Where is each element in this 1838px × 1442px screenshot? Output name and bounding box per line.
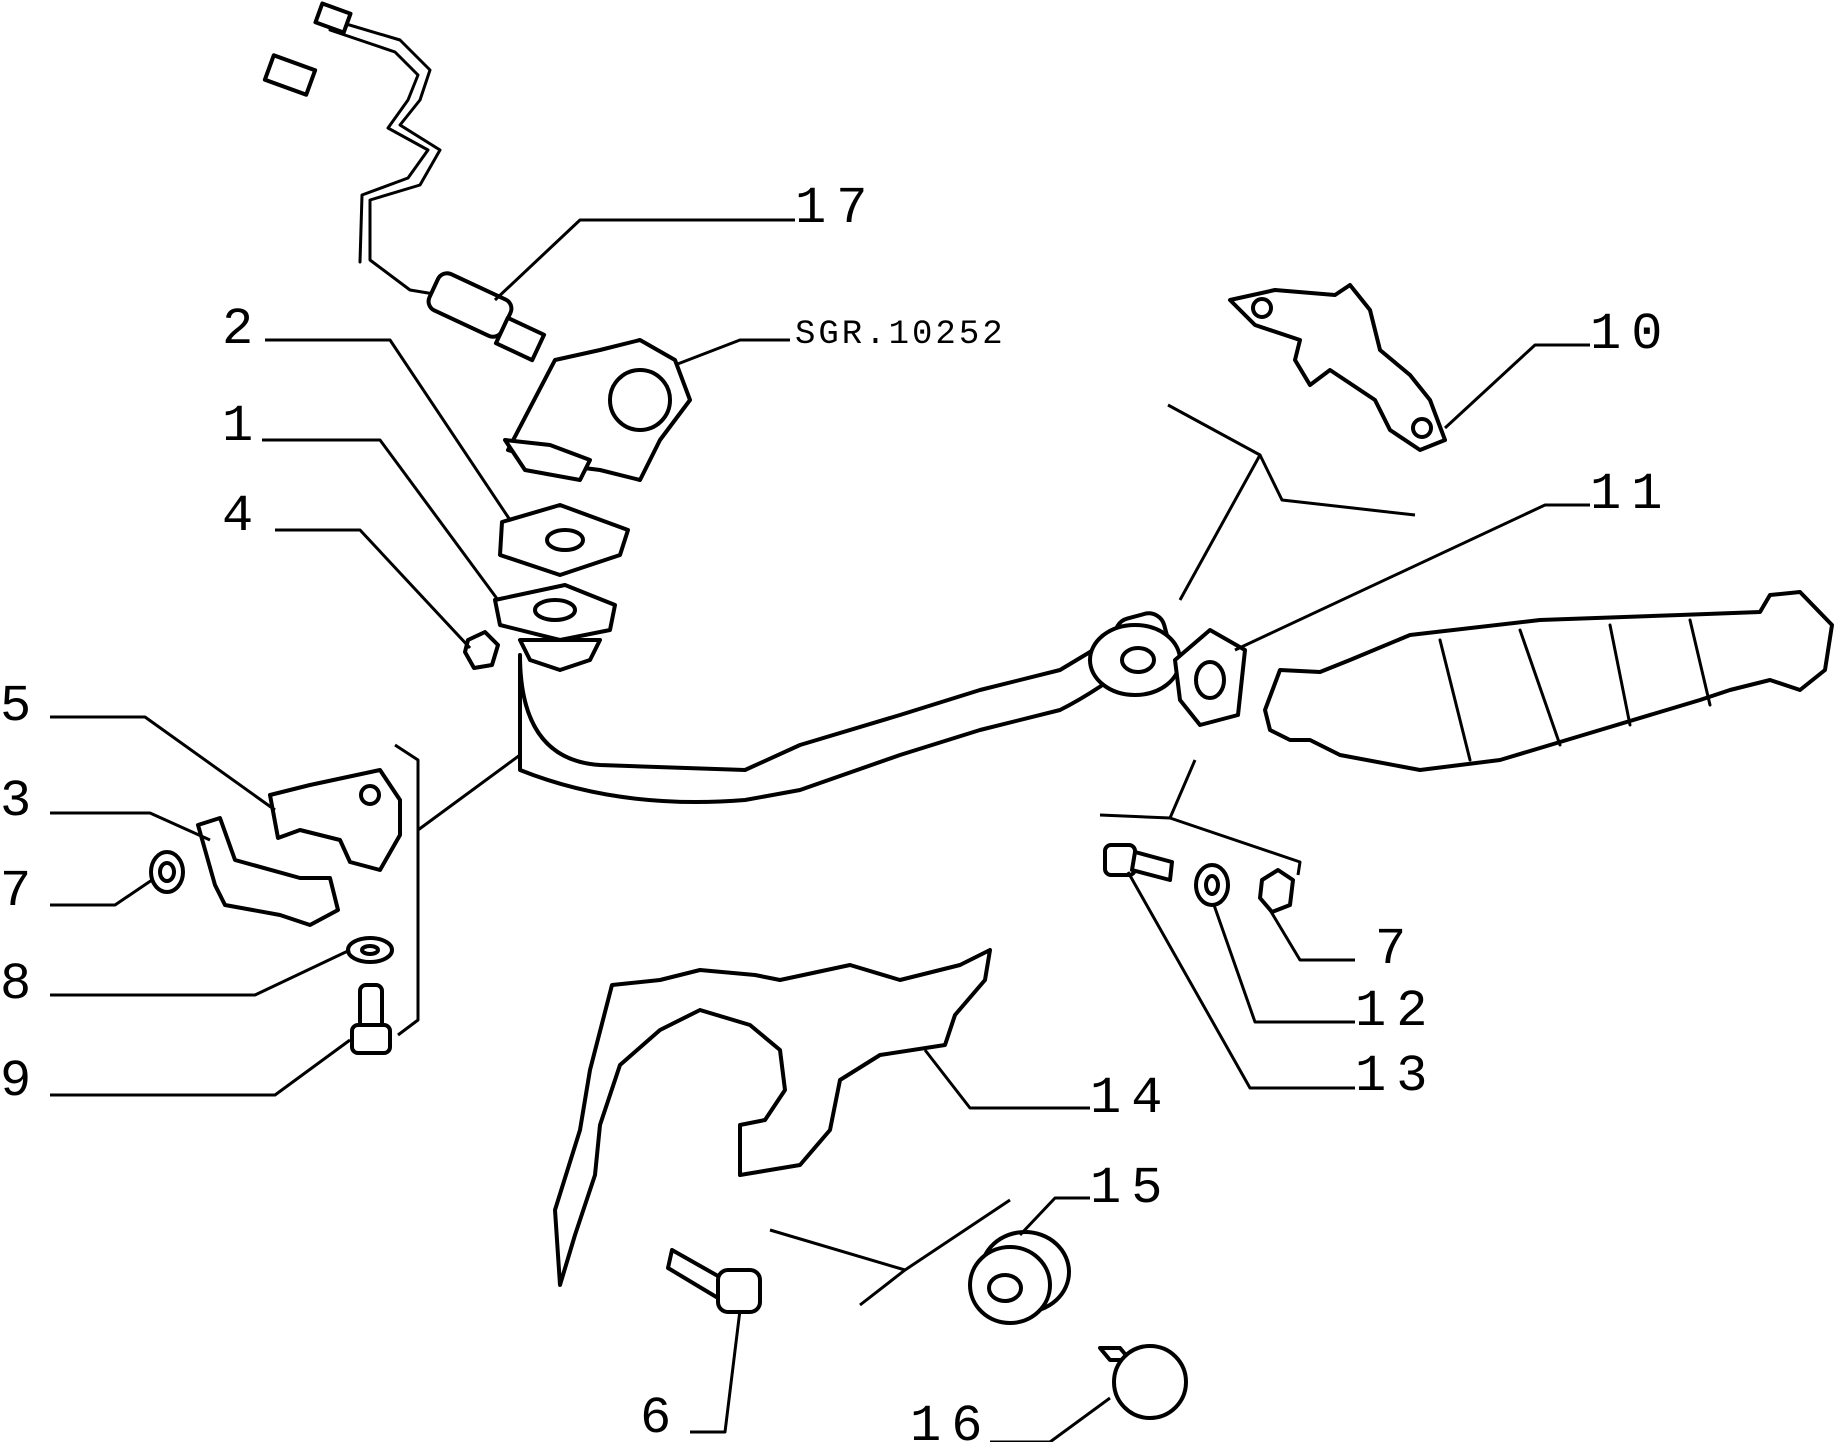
flange-1 — [493, 583, 617, 642]
callout-15: 15 — [1090, 1159, 1172, 1218]
callout-16: 16 — [910, 1397, 992, 1442]
callout-7-right: 7 — [1375, 920, 1416, 979]
bolt-13 — [1103, 843, 1174, 882]
callout-8: 8 — [0, 955, 41, 1014]
plug-16 — [1098, 1344, 1188, 1420]
callout-4: 4 — [222, 487, 263, 546]
bracket-10 — [1228, 283, 1447, 452]
heat-shield-14 — [553, 948, 992, 1287]
callout-1: 1 — [222, 397, 263, 456]
clamp-5 — [268, 768, 402, 872]
callout-labels: 17 SGR.10252 2 1 4 5 3 7 8 9 10 11 7 12 … — [0, 179, 1672, 1442]
gasket-11 — [1173, 628, 1247, 727]
callout-12: 12 — [1355, 982, 1437, 1041]
callout-17: 17 — [795, 179, 877, 238]
nut-7-left — [149, 850, 185, 894]
callout-13: 13 — [1355, 1047, 1437, 1106]
callout-7-left: 7 — [0, 862, 41, 921]
bolt-6 — [666, 1248, 762, 1314]
callout-14: 14 — [1090, 1069, 1172, 1128]
lambda-sensor — [262, 1, 547, 363]
leader-lines — [50, 218, 1590, 1442]
callout-6: 6 — [640, 1389, 681, 1442]
group-brackets — [394, 403, 1416, 1307]
nut-7-right — [1258, 868, 1295, 914]
clamp-3 — [196, 816, 340, 927]
manifold-outlet — [503, 338, 692, 482]
callout-5: 5 — [0, 677, 41, 736]
gasket-2 — [498, 503, 630, 577]
callout-9: 9 — [0, 1052, 41, 1111]
callout-2: 2 — [222, 300, 263, 359]
callout-10: 10 — [1590, 305, 1672, 364]
exhaust-front-pipe — [518, 611, 1182, 804]
bushing-15 — [968, 1230, 1071, 1325]
catalytic-converter — [1263, 590, 1834, 772]
nut-4 — [463, 630, 500, 670]
washer-8 — [346, 936, 394, 964]
washer-12 — [1194, 863, 1230, 907]
callout-11: 11 — [1590, 465, 1672, 524]
reference-code: SGR.10252 — [795, 316, 1006, 354]
callout-3: 3 — [0, 772, 41, 831]
bolt-9 — [350, 983, 392, 1055]
